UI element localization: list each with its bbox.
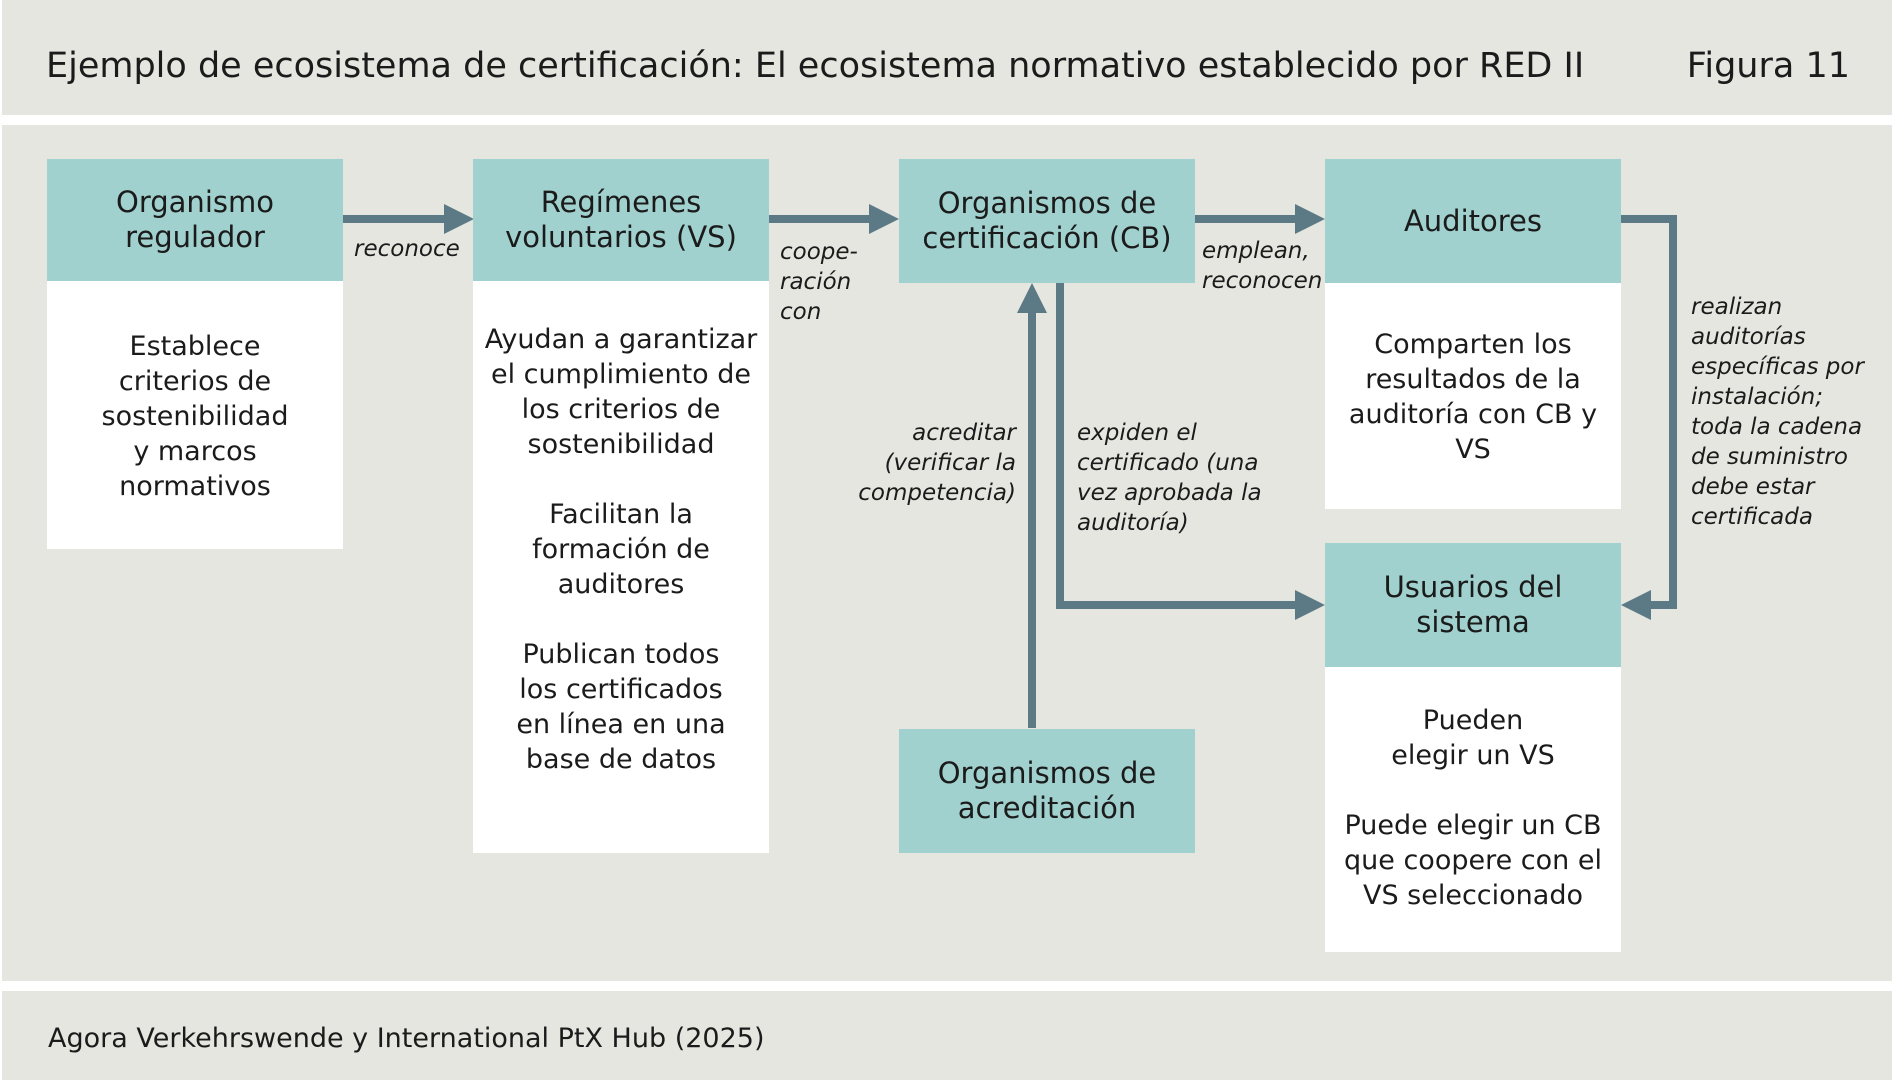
node-text: Pueden elegir un VS bbox=[1391, 705, 1555, 771]
node-body: Establece criterios de sostenibilidad y … bbox=[47, 329, 343, 504]
figure-title: Ejemplo de ecosistema de certificación: … bbox=[46, 46, 1585, 86]
node-auditores: Auditores Comparten los resultados de la… bbox=[1325, 159, 1621, 509]
node-title: Regímenes voluntarios (VS) bbox=[473, 159, 769, 281]
node-body: Comparten los resultados de la auditoría… bbox=[1325, 327, 1621, 467]
edge-label-cooperacion: coope- ración con bbox=[780, 239, 858, 325]
node-organismo-regulador: Organismo regulador Establece criterios … bbox=[47, 159, 343, 549]
edge-label-acreditar: acreditar (verificar la competencia) bbox=[858, 420, 1016, 506]
node-text: Comparten los resultados de la auditoría… bbox=[1348, 329, 1598, 465]
node-organismos-acreditacion: Organismos de acreditación bbox=[899, 729, 1195, 853]
arrowhead-emplean bbox=[1295, 204, 1325, 234]
node-regimenes-voluntarios: Regímenes voluntarios (VS) Ayudan a gara… bbox=[473, 159, 769, 853]
arrowhead-expiden bbox=[1295, 590, 1325, 620]
node-text: Publican todos los certificados en línea… bbox=[516, 639, 726, 775]
edge-label-reconoce: reconoce bbox=[354, 236, 460, 262]
node-text: Facilitan la formación de auditores bbox=[532, 499, 710, 600]
node-title: Organismos de acreditación bbox=[899, 729, 1195, 853]
node-body: Pueden elegir un VS Puede elegir un CB q… bbox=[1325, 703, 1621, 913]
figure-source: Agora Verkehrswende y International PtX … bbox=[48, 1023, 765, 1054]
edge-label-realizan: realizan auditorías específicas por inst… bbox=[1691, 294, 1864, 530]
arrowhead-reconoce bbox=[444, 204, 474, 234]
node-body: Ayudan a garantizar el cumplimiento de l… bbox=[473, 322, 769, 777]
node-organismos-certificacion: Organismos de certificación (CB) bbox=[899, 159, 1195, 283]
node-title: Auditores bbox=[1325, 159, 1621, 283]
node-text: Ayudan a garantizar el cumplimiento de l… bbox=[484, 324, 758, 460]
arrow-realizan bbox=[1621, 215, 1677, 609]
arrowhead-realizan bbox=[1621, 590, 1651, 620]
header-panel bbox=[2, 0, 1892, 115]
edge-label-emplean: emplean, reconocen bbox=[1202, 238, 1323, 294]
arrowhead-acreditar bbox=[1017, 283, 1047, 313]
node-title: Organismos de certificación (CB) bbox=[899, 159, 1195, 283]
node-title: Organismo regulador bbox=[47, 159, 343, 281]
edge-label-expiden: expiden el certificado (una vez aprobada… bbox=[1077, 420, 1262, 536]
node-text: Establece criterios de sostenibilidad y … bbox=[101, 331, 289, 502]
arrow-expiden bbox=[1056, 283, 1299, 609]
node-title: Usuarios del sistema bbox=[1325, 543, 1621, 667]
node-text: Puede elegir un CB que coopere con el VS… bbox=[1344, 810, 1602, 911]
node-usuarios-sistema: Usuarios del sistema Pueden elegir un VS… bbox=[1325, 543, 1621, 952]
footer-panel bbox=[2, 991, 1892, 1080]
arrowhead-cooperacion bbox=[869, 204, 899, 234]
figure-number: Figura 11 bbox=[1686, 46, 1850, 86]
